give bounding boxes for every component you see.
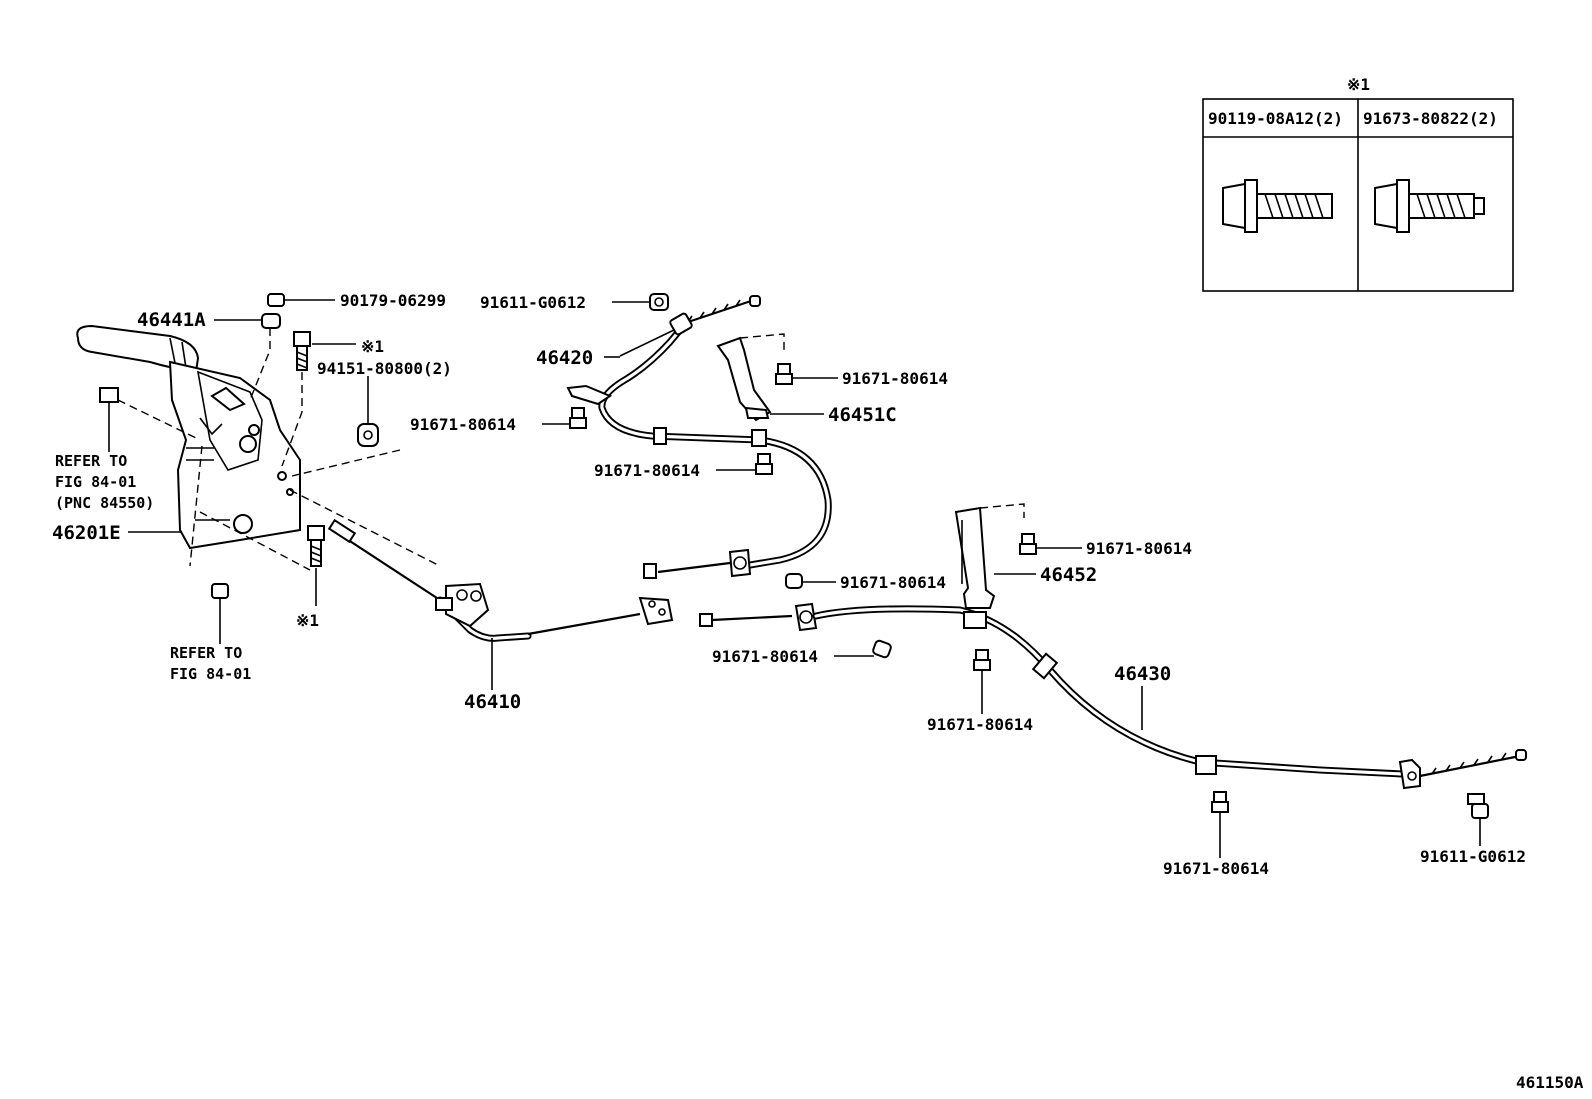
rear-cable-46420 [566, 293, 832, 579]
flange-bolt-illustration-1 [1222, 179, 1333, 233]
bolt-refer-to-fig-84-01-bottom [211, 583, 229, 644]
front-cable-46410 [327, 518, 674, 690]
label-46420: 46420 [536, 347, 593, 369]
label-91671-80614-h: 91671-80614 [1163, 859, 1269, 878]
bolt-note1-bottom [307, 525, 325, 606]
label-refer1-line3: (PNC 84550) [55, 494, 154, 512]
label-46201E: 46201E [52, 522, 121, 544]
bolt-91671-80614-d [785, 573, 836, 589]
label-46441A: 46441A [137, 309, 206, 331]
bracket-46451C [716, 333, 824, 422]
label-91671-80614-e: 91671-80614 [1086, 539, 1192, 558]
grommet-90179-06299 [267, 293, 335, 307]
drawing-id: 461150A [1516, 1073, 1584, 1092]
label-46410: 46410 [464, 691, 521, 713]
flange-bolt-illustration-2 [1374, 179, 1485, 233]
label-91671-80614-a: 91671-80614 [410, 415, 516, 434]
label-note1-bottom: ※1 [296, 611, 319, 630]
label-refer1-line1: REFER TO [55, 452, 127, 470]
label-46430: 46430 [1114, 663, 1171, 685]
note-table-mark: ※1 [1347, 75, 1370, 94]
label-91671-80614-b: 91671-80614 [594, 461, 700, 480]
label-91671-80614-g: 91671-80614 [927, 715, 1033, 734]
release-button-46441A [214, 313, 281, 401]
bracket-46452 [954, 503, 1036, 609]
label-refer1-line2: FIG 84-01 [55, 473, 136, 491]
bolt-refer-to-fig-84-01-top [99, 387, 197, 452]
bolt-91671-80614-g [973, 649, 991, 714]
bolt-91671-80614-e [1019, 533, 1082, 555]
label-91611-G0612-top: 91611-G0612 [480, 293, 586, 312]
nut-94151-80800 [291, 376, 401, 477]
nut-91611-G0612-bottom [1467, 793, 1489, 846]
label-94151-80800: 94151-80800(2) [317, 359, 452, 378]
bolt-note1-top [281, 331, 311, 467]
label-91611-G0612-bottom: 91611-G0612 [1420, 847, 1526, 866]
label-refer2-line1: REFER TO [170, 644, 242, 662]
label-91671-80614-c: 91671-80614 [842, 369, 948, 388]
label-91671-80614-d: 91671-80614 [840, 573, 946, 592]
bolt-91671-80614-c [775, 363, 838, 385]
label-refer2-line2: FIG 84-01 [170, 665, 251, 683]
note-table-col1-partno: 90119-08A12(2) [1208, 109, 1343, 128]
label-46451C: 46451C [828, 404, 897, 426]
bolt-91671-80614-f [834, 639, 892, 659]
label-91671-80614-f: 91671-80614 [712, 647, 818, 666]
bolt-91671-80614-h [1211, 791, 1229, 858]
parking-brake-lever-assembly [76, 324, 301, 550]
label-note1-top: ※1 [361, 337, 384, 356]
note-table: ※1 90119-08A12(2) 91673-80822(2) [1202, 75, 1514, 292]
bolt-91671-80614-b [716, 453, 773, 475]
label-90179-06299: 90179-06299 [340, 291, 446, 310]
note-table-col2-partno: 91673-80822(2) [1363, 109, 1498, 128]
bolt-91671-80614-a [542, 407, 587, 429]
nut-91611-G0612-top [649, 293, 669, 311]
rear-cable-46430 [699, 602, 1527, 790]
label-46452: 46452 [1040, 564, 1097, 586]
